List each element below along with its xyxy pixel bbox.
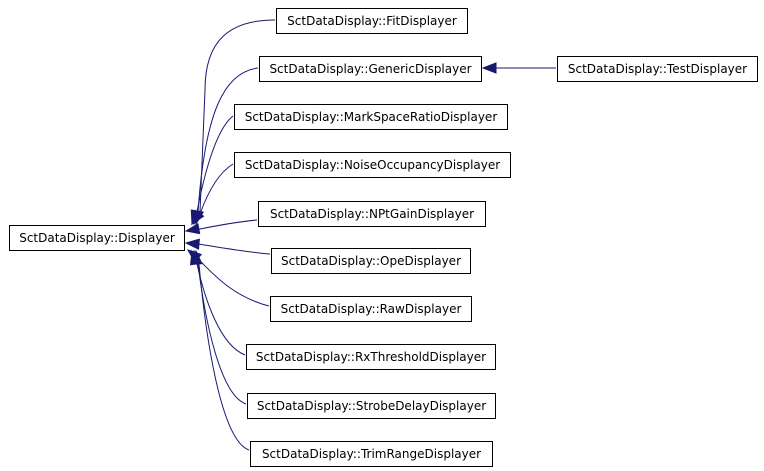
edge-test-to-generic [481,62,556,74]
node-displayer[interactable]: SctDataDisplay::Displayer [9,225,185,251]
arrowhead-icon [481,62,497,74]
edge-nptgain-to-displayer [184,219,258,235]
edge-line [197,219,258,230]
node-test[interactable]: SctDataDisplay::TestDisplayer [557,56,758,82]
edge-line [197,243,271,255]
edges-layer [184,19,556,451]
arrowhead-icon [184,238,200,250]
edge-line [196,262,250,451]
arrowhead-icon [191,209,205,226]
edge-line [196,67,259,213]
node-box[interactable] [9,225,185,251]
node-box[interactable] [276,8,468,34]
node-raw[interactable]: SctDataDisplay::RawDisplayer [270,296,472,322]
arrowhead-icon [184,223,201,235]
node-box[interactable] [234,104,508,130]
node-label: SctDataDisplay::TrimRangeDisplayer [262,447,481,461]
node-label: SctDataDisplay::StrobeDelayDisplayer [257,399,486,413]
node-label: SctDataDisplay::RawDisplayer [281,302,462,316]
node-label: SctDataDisplay::NoiseOccupancyDisplayer [245,158,500,172]
node-label: SctDataDisplay::TestDisplayer [568,62,747,76]
node-label: SctDataDisplay::OpeDisplayer [281,254,461,268]
nodes-layer: SctDataDisplay::DisplayerSctDataDisplay:… [9,8,758,467]
edge-trimrange-to-displayer [191,249,250,451]
edge-line [195,262,247,405]
node-box[interactable] [246,344,496,370]
node-markspace[interactable]: SctDataDisplay::MarkSpaceRatioDisplayer [234,104,508,130]
node-label: SctDataDisplay::FitDisplayer [287,14,457,28]
node-box[interactable] [247,393,496,419]
node-label: SctDataDisplay::RxThresholdDisplayer [256,350,486,364]
node-label: SctDataDisplay::NPtGainDisplayer [270,207,474,221]
node-label: SctDataDisplay::Displayer [19,231,175,245]
node-ope[interactable]: SctDataDisplay::OpeDisplayer [271,248,471,274]
edge-generic-to-displayer [191,67,259,226]
node-rxthreshold[interactable]: SctDataDisplay::RxThresholdDisplayer [246,344,496,370]
node-generic[interactable]: SctDataDisplay::GenericDisplayer [259,56,482,82]
node-box[interactable] [270,296,472,322]
edge-line [195,115,234,214]
node-box[interactable] [271,248,471,274]
node-fit[interactable]: SctDataDisplay::FitDisplayer [276,8,468,34]
edge-ope-to-displayer [184,238,271,255]
node-strobedelay[interactable]: SctDataDisplay::StrobeDelayDisplayer [247,393,496,419]
node-box[interactable] [557,56,758,82]
node-label: SctDataDisplay::MarkSpaceRatioDisplayer [245,110,498,124]
edge-line [198,163,234,215]
edge-markspace-to-displayer [190,115,234,226]
node-box[interactable] [258,201,486,227]
edge-line [198,19,276,213]
edge-line [196,257,270,307]
node-nptgain[interactable]: SctDataDisplay::NPtGainDisplayer [258,201,486,227]
node-box[interactable] [250,441,493,467]
node-label: SctDataDisplay::GenericDisplayer [269,62,471,76]
node-box[interactable] [234,152,511,178]
node-noise[interactable]: SctDataDisplay::NoiseOccupancyDisplayer [234,152,511,178]
edge-line [194,262,246,356]
node-box[interactable] [259,56,482,82]
edge-noise-to-displayer [191,163,234,226]
arrowhead-icon [191,249,203,265]
node-trimrange[interactable]: SctDataDisplay::TrimRangeDisplayer [250,441,493,467]
